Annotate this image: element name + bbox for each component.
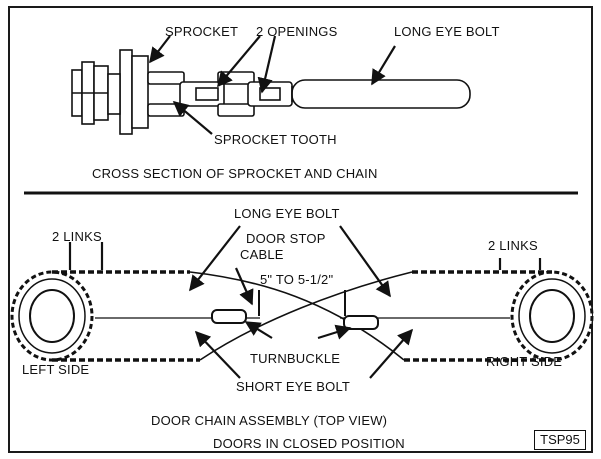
sprocket-shaft: [107, 73, 121, 115]
turnbuckle-left: [211, 309, 247, 324]
link-opening: [195, 87, 219, 101]
label-sprocket-tooth: SPROCKET TOOTH: [214, 132, 337, 147]
chain-link: [147, 71, 185, 85]
right-sprocket: [510, 270, 594, 362]
label-turnbuckle: TURNBUCKLE: [250, 351, 340, 366]
label-two-links-right: 2 LINKS: [488, 238, 538, 253]
label-door-stop: DOOR STOP: [246, 231, 326, 246]
top-pointers: [149, 35, 396, 135]
left-sprocket: [10, 270, 94, 362]
label-two-openings: 2 OPENINGS: [256, 24, 338, 39]
label-cable: CABLE: [240, 247, 284, 262]
long-eye-bolt-shape: [291, 79, 471, 109]
label-left-side: LEFT SIDE: [22, 362, 89, 377]
label-short-eye-bolt: SHORT EYE BOLT: [236, 379, 350, 394]
label-long-eye-bolt-top: LONG EYE BOLT: [394, 24, 500, 39]
label-gap-measurement: 5" TO 5-1/2": [260, 272, 333, 287]
turnbuckle-right: [343, 315, 379, 330]
long-eye-bolt-cable-left: [189, 271, 405, 361]
caption-closed-position: DOORS IN CLOSED POSITION: [213, 436, 405, 451]
long-eye-bolt-cable-right: [199, 271, 413, 361]
caption-chain-assembly: DOOR CHAIN ASSEMBLY (TOP VIEW): [151, 413, 387, 428]
sprocket-collar: [131, 55, 149, 129]
caption-cross-section: CROSS SECTION OF SPROCKET AND CHAIN: [92, 166, 378, 181]
bottom-pointers: [68, 225, 542, 379]
label-two-links-left: 2 LINKS: [52, 229, 102, 244]
label-right-side: RIGHT SIDE: [486, 354, 562, 369]
sprocket-cross-section: [71, 49, 471, 135]
figure-tag: TSP95: [534, 430, 586, 450]
label-sprocket: SPROCKET: [165, 24, 238, 39]
label-long-eye-bolt-bottom: LONG EYE BOLT: [234, 206, 340, 221]
chain-link: [217, 103, 255, 117]
sprocket-plate: [119, 49, 133, 135]
